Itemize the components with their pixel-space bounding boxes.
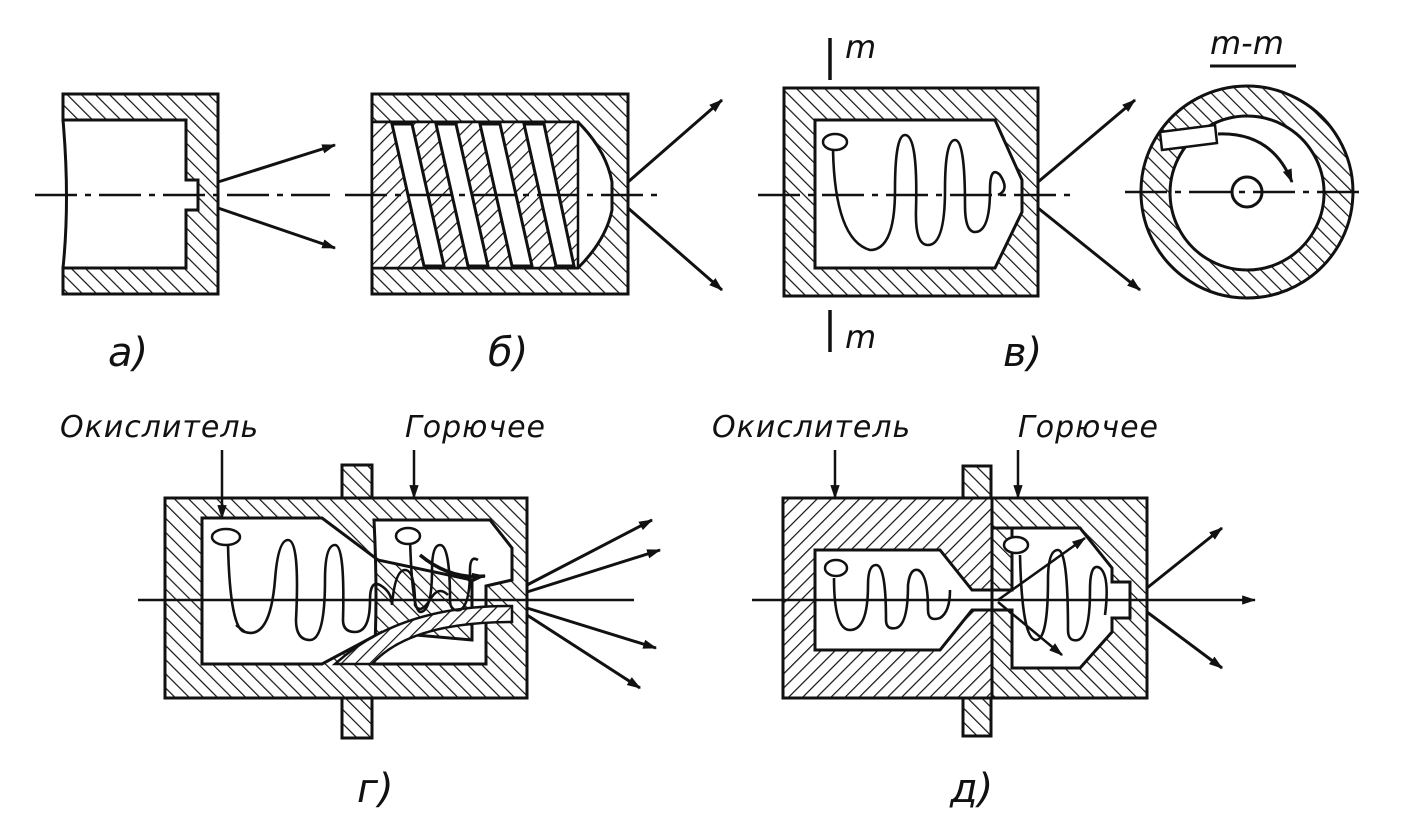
panel-d-jet-up xyxy=(1146,526,1223,590)
label-panel-v: в) xyxy=(1003,330,1043,376)
label-fuel-g: Горючее xyxy=(405,410,547,445)
panel-d-oxidizer-swirl xyxy=(832,563,952,632)
panel-g-oxidizer-hole xyxy=(210,527,242,547)
panel-b xyxy=(345,92,723,296)
panel-v-inlet-hole xyxy=(821,132,849,152)
panel-v-wall xyxy=(782,86,1040,298)
panel-g-jets xyxy=(526,518,662,690)
panel-d-fuel-swirl xyxy=(1018,548,1108,642)
label-panel-b: б) xyxy=(488,330,529,376)
label-panel-d: д) xyxy=(950,766,994,812)
panel-a-jet-up xyxy=(217,143,337,184)
section-title: m-m xyxy=(1210,24,1284,62)
panel-a-jet-down xyxy=(217,206,337,250)
section-mark-bottom: m xyxy=(845,318,877,356)
panel-v-jet-up xyxy=(1037,98,1136,184)
panel-d-fuel-block xyxy=(990,496,1149,700)
panel-g-fuel-channel xyxy=(331,604,514,666)
section-mark-top: m xyxy=(845,28,877,66)
panel-g-flange-top xyxy=(340,463,374,501)
label-panel-a: а) xyxy=(108,330,149,376)
panel-d-oxidizer-hole xyxy=(823,558,849,578)
section-swirl-arrow xyxy=(1217,132,1294,184)
panel-v-jet-down xyxy=(1037,206,1141,292)
panel-b-jet-down xyxy=(627,206,723,292)
panel-d-mix-arrow-down xyxy=(997,601,1063,656)
panel-g-mix-arrow xyxy=(418,553,487,583)
panel-g-flange-bottom xyxy=(340,696,374,740)
panel-v-swirl-path xyxy=(831,133,1006,252)
panel-v xyxy=(758,38,1141,352)
panel-d-jet-down xyxy=(1146,610,1223,670)
panel-a-open-end xyxy=(61,119,68,269)
panel-d-fuel-hole xyxy=(1002,535,1030,555)
label-oxidizer-g: Окислитель xyxy=(60,410,260,445)
label-fuel-d: Горючее xyxy=(1018,410,1160,445)
panel-g xyxy=(138,450,662,740)
panel-d-oxidizer-block xyxy=(781,496,994,700)
section-tangential-inlet xyxy=(1158,123,1219,152)
label-panel-g: г) xyxy=(357,766,394,812)
panel-a-wall xyxy=(61,92,220,296)
panel-g-fuel-hole xyxy=(394,526,422,546)
panel-g-body xyxy=(163,496,529,700)
panel-d xyxy=(752,450,1257,738)
section-m-m xyxy=(1125,64,1360,300)
section-ring xyxy=(1139,84,1355,300)
panel-d-flange-bottom xyxy=(961,696,993,738)
label-oxidizer-d: Окислитель xyxy=(712,410,912,445)
panel-d-mix-arrow-up xyxy=(997,536,1086,602)
panel-b-jet-up xyxy=(627,98,723,184)
panel-a xyxy=(35,92,337,296)
panel-d-flange-top xyxy=(961,464,993,500)
